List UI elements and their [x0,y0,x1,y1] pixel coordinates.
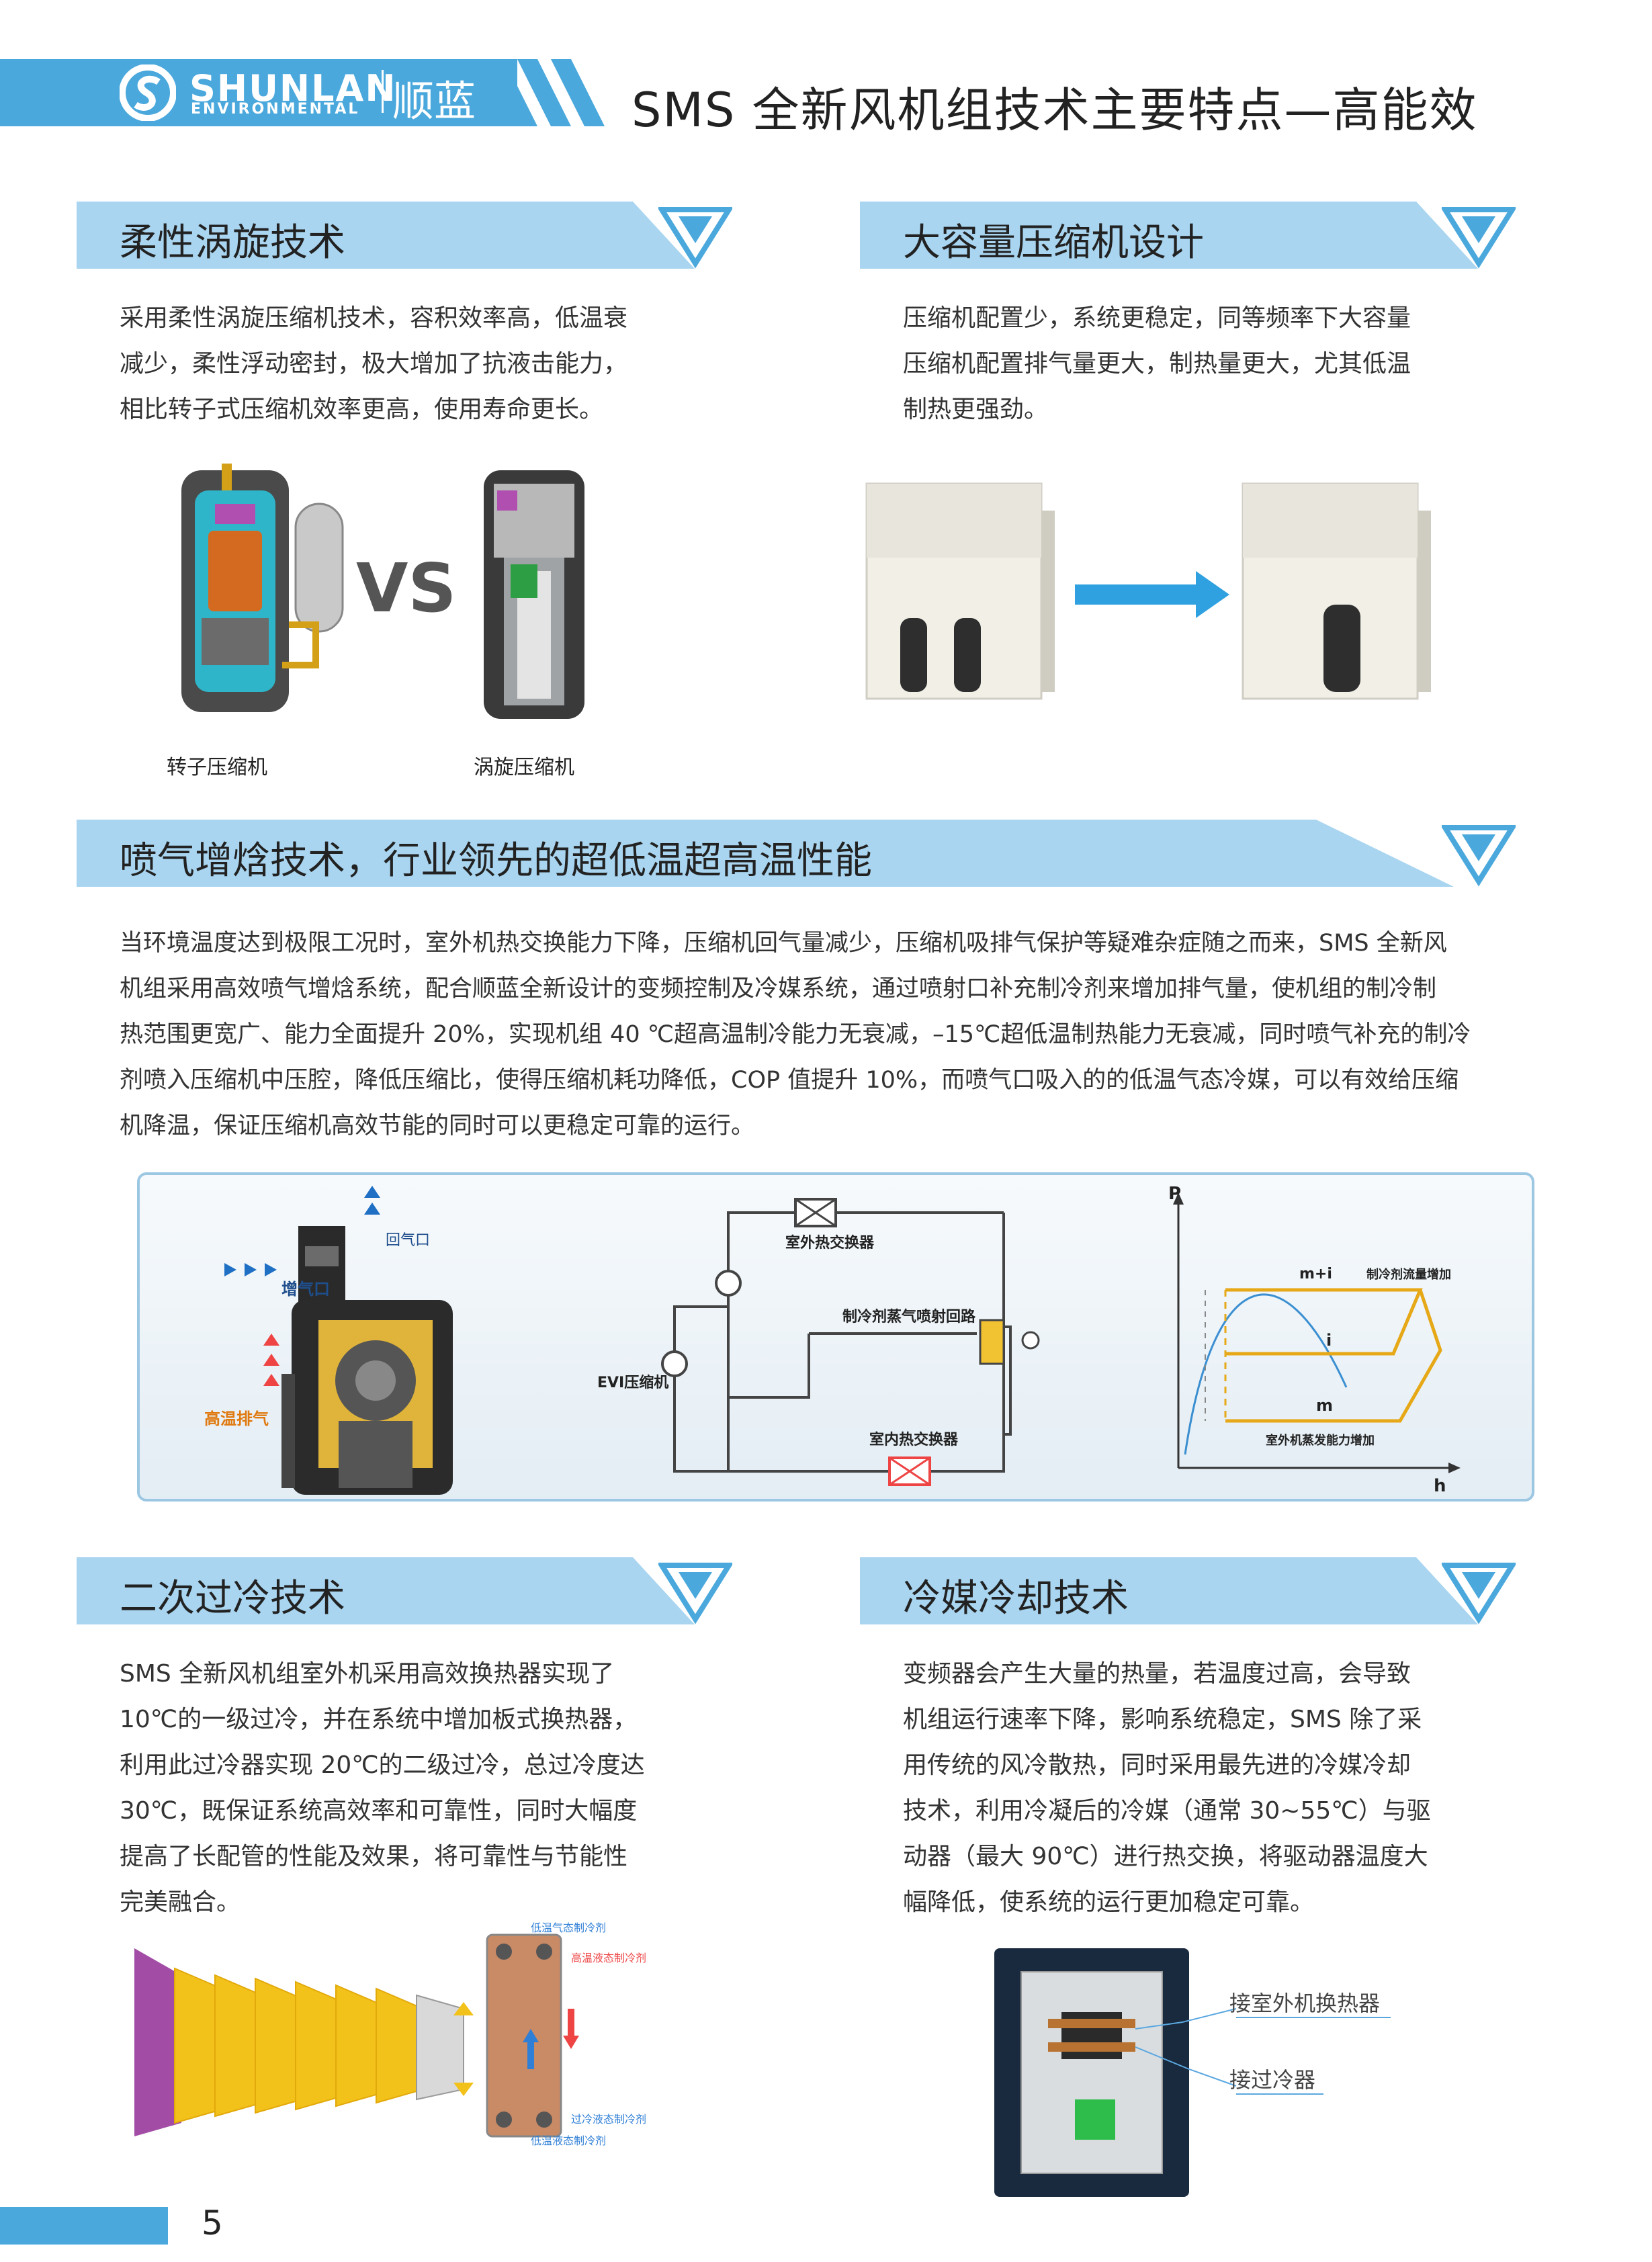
text-line: 幅降低，使系统的运行更加稳定可靠。 [903,1888,1315,1916]
section-header-bar [77,202,695,269]
label-hot-discharge: 高温排气 [204,1409,269,1428]
label-high-temp-liquid: 高温液态制冷剂 [571,1952,646,1964]
chevron-down-icon [1442,207,1516,269]
section-header-bar [77,1557,695,1624]
header-bar [0,59,517,126]
text-line: 压缩机配置少，系统更稳定，同等频率下大容量 [903,304,1411,332]
compressor-comparison-image: VS [181,464,584,719]
text-line: 变频器会产生大量的热量，若温度过高，会导致 [903,1660,1411,1688]
coolant-cooling-text: 变频器会产生大量的热量，若温度过高，会导致 机组运行速率下降，影响系统稳定，SM… [903,1651,1494,1925]
shunlan-logo-icon [120,64,176,121]
text-line: 提高了长配管的性能及效果，将可靠性与节能性 [120,1843,628,1870]
chevron-down-icon [658,207,732,269]
vs-label: VS [356,549,456,627]
text-line: 完美融合。 [120,1888,241,1916]
chevron-down-icon [658,1563,732,1624]
large-compressor-text: 压缩机配置少，系统更稳定，同等频率下大容量 压缩机配置排气量更大，制热量更大，尤… [903,296,1494,433]
text-line: 剂喷入压缩机中压腔，降低压缩比，使得压缩机耗功降低，COP 值提升 10%，而喷… [120,1067,1459,1094]
label-m: m [1316,1396,1333,1415]
logo-divider [382,70,384,113]
section-title-coolant-cooling: 冷媒冷却技术 [903,1577,1129,1620]
plate-heat-exchanger-image: 低温气态制冷剂 高温液态制冷剂 过冷液态制冷剂 低温液态制冷剂 [134,1921,646,2147]
label-inject-port: 增气口 [281,1280,330,1299]
text-line: 当环境温度达到极限工况时，室外机热交换能力下降，压缩机回气量减少，压缩机吸排气保… [120,930,1447,957]
flex-scroll-text: 采用柔性涡旋压缩机技术，容积效率高，低温衰 减少，柔性浮动密封，极大增加了抗液击… [120,296,711,433]
logo-brand: SHUNLAN [189,67,397,110]
section-title-flex-scroll: 柔性涡旋技术 [120,221,345,265]
section-header-bar [860,202,1478,269]
outdoor-unit-comparison-image [865,482,1431,700]
text-line: 热范围更宽广、能力全面提升 20%，实现机组 40 ℃超高温制冷能力无衰减，–1… [120,1021,1471,1048]
logo-brand-sub: ENVIRONMENTAL [191,101,360,118]
subcooling-text: SMS 全新风机组室外机采用高效换热器实现了 10℃的一级过冷，并在系统中增加板… [120,1651,711,1925]
text-line: 技术，利用冷凝后的冷媒（通常 30~55℃）与驱 [903,1797,1431,1825]
footer-bar [0,2207,168,2245]
page-title: SMS 全新风机组技术主要特点—高能效 [632,83,1478,138]
text-line: 制热更强劲。 [903,396,1049,423]
label-low-temp-liquid: 低温液态制冷剂 [531,2134,606,2147]
label-return-port: 回气口 [386,1232,430,1249]
caption-rotary-compressor: 转子压缩机 [167,756,267,779]
label-low-temp-gas: 低温气态制冷剂 [531,1921,606,1934]
label-outdoor-hx: 室外热交换器 [785,1234,875,1252]
label-axis-h: h [1434,1476,1446,1496]
label-flow-increase: 制冷剂流量增加 [1366,1267,1451,1282]
label-outdoor-hx-connection: 接室外机换热器 [1229,1991,1380,2016]
text-line: 机组运行速率下降，影响系统稳定，SMS 除了采 [903,1706,1422,1733]
section-title-large-compressor: 大容量压缩机设计 [903,221,1204,265]
label-subcooled-liquid: 过冷液态制冷剂 [571,2113,646,2126]
chevron-down-icon [1442,825,1516,887]
text-line: 动器（最大 90℃）进行热交换，将驱动器温度大 [903,1843,1428,1870]
text-line: SMS 全新风机组室外机采用高效换热器实现了 [120,1660,615,1688]
label-evi-compressor: EVI压缩机 [597,1374,668,1391]
text-line: 机降温，保证压缩机高效节能的同时可以更稳定可靠的运行。 [120,1113,755,1139]
text-line: 相比转子式压缩机效率更高，使用寿命更长。 [120,396,604,423]
section-header-bar [860,1557,1478,1624]
text-line: 减少，柔性浮动密封，极大增加了抗液击能力， [120,350,628,378]
header-stripes-icon [484,59,605,126]
section-header-bar [77,820,1454,887]
text-line: 10℃的一级过冷，并在系统中增加板式换热器， [120,1706,638,1733]
label-indoor-hx: 室内热交换器 [869,1431,959,1448]
label-injection-loop: 制冷剂蒸气喷射回路 [842,1308,976,1325]
evi-system-diagram: 回气口 增气口 高温排气 室外热交换器 制冷剂蒸气喷射回路 EVI压缩机 室内热… [137,1172,1534,1502]
text-line: 用传统的风冷散热，同时采用最先进的冷媒冷却 [903,1751,1411,1779]
label-i: i [1326,1331,1332,1350]
label-mi: m+i [1299,1266,1332,1282]
text-line: 30℃，既保证系统高效率和可靠性，同时大幅度 [120,1797,638,1825]
label-subcooler-connection: 接过冷器 [1229,2067,1315,2093]
evi-text: 当环境温度达到极限工况时，室外机热交换能力下降，压缩机回气量减少，压缩机吸排气保… [120,920,1584,1149]
page-number: 5 [202,2204,223,2243]
section-title-subcooling: 二次过冷技术 [120,1577,345,1620]
label-capacity-increase: 室外机蒸发能力增加 [1266,1433,1375,1448]
label-axis-p: P [1168,1184,1181,1204]
caption-scroll-compressor: 涡旋压缩机 [474,756,574,779]
inverter-cooling-image: 接室外机换热器 接过冷器 [994,1948,1391,2197]
text-line: 利用此过冷器实现 20℃的二级过冷，总过冷度达 [120,1751,645,1779]
chevron-down-icon [1442,1563,1516,1624]
text-line: 压缩机配置排气量更大，制热量更大，尤其低温 [903,350,1411,378]
text-line: 机组采用高效喷气增焓系统，配合顺蓝全新设计的变频控制及冷媒系统，通过喷射口补充制… [120,975,1437,1002]
section-title-evi: 喷气增焓技术，行业领先的超低温超高温性能 [120,839,872,883]
text-line: 采用柔性涡旋压缩机技术，容积效率高，低温衰 [120,304,628,332]
logo-brand-cn: 顺蓝 [392,77,476,126]
